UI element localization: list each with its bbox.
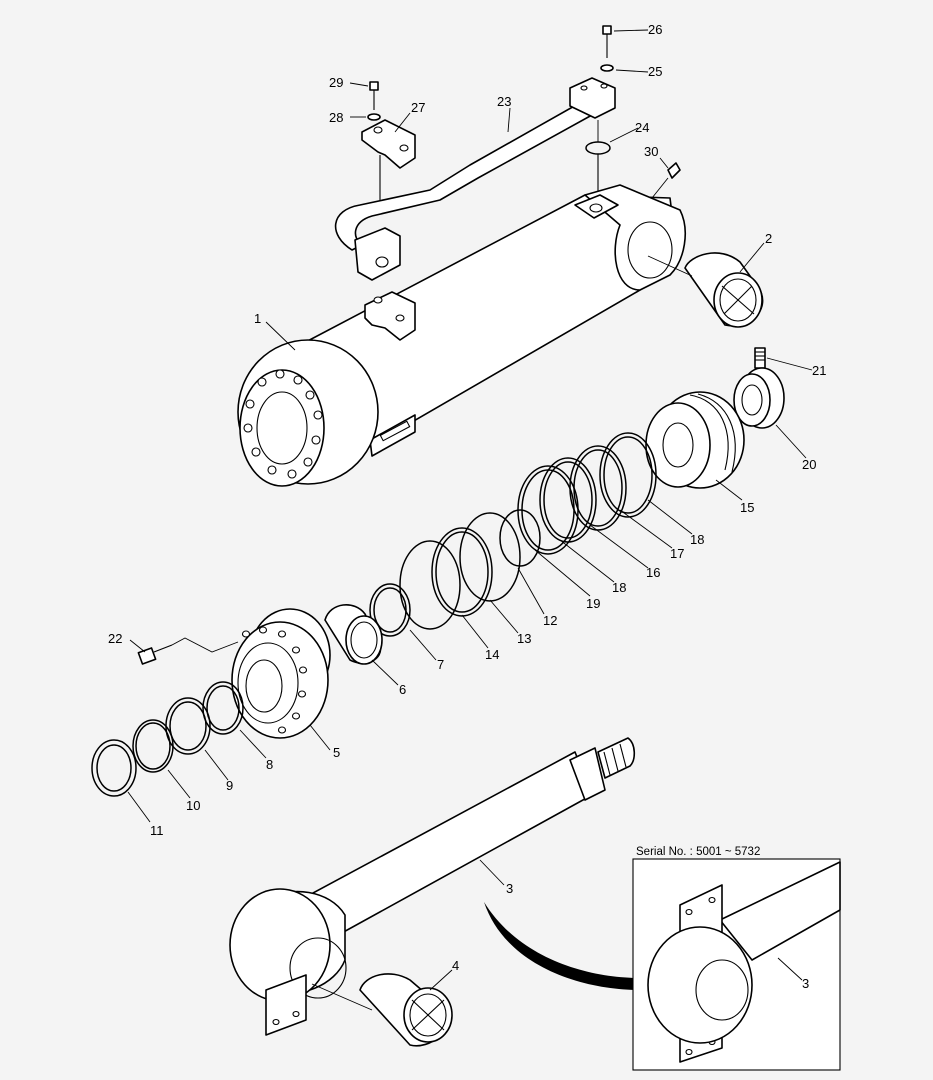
callout-22: 22 <box>108 631 122 646</box>
callout-6: 6 <box>399 682 406 697</box>
cylinder-tube <box>237 184 686 487</box>
callout-27: 27 <box>411 100 425 115</box>
callout-24: 24 <box>635 120 649 135</box>
grease-fitting-30 <box>667 162 681 179</box>
piston-15 <box>645 391 745 489</box>
callout-19: 19 <box>586 596 600 611</box>
serial-label: Serial No. : 5001 ~ 5732 <box>636 846 760 858</box>
callout-25: 25 <box>648 64 662 79</box>
bolt-29 <box>369 81 379 110</box>
serial-inset: Serial No. : 5001 ~ 5732 <box>632 846 841 1071</box>
callout-30: 30 <box>644 144 658 159</box>
washer-25 <box>600 64 614 72</box>
callout-18-b: 18 <box>612 580 626 595</box>
pipe-assembly <box>334 77 616 281</box>
bushing-4 <box>359 973 453 1047</box>
callout-8: 8 <box>266 757 273 772</box>
callout-11: 11 <box>150 823 164 838</box>
ring-7 <box>369 583 411 637</box>
callout-9: 9 <box>226 778 233 793</box>
callout-28: 28 <box>329 110 343 125</box>
callout-numbers: 1 2 3 3 4 5 6 7 8 9 10 11 12 13 14 15 16… <box>108 22 826 991</box>
callout-18-a: 18 <box>690 532 704 547</box>
inset-pointer-arrow <box>484 902 640 990</box>
callout-10: 10 <box>186 798 200 813</box>
bolt-26 <box>602 25 612 58</box>
rod-cover-5 <box>231 608 331 739</box>
callout-23: 23 <box>497 94 511 109</box>
callout-20: 20 <box>802 457 816 472</box>
callout-14: 14 <box>485 647 499 662</box>
ring-10 <box>132 719 174 773</box>
callout-12: 12 <box>543 613 557 628</box>
callout-1: 1 <box>254 311 261 326</box>
callout-7: 7 <box>437 657 444 672</box>
callout-17: 17 <box>670 546 684 561</box>
seal-rings <box>399 432 657 630</box>
bolt-22 <box>137 637 239 665</box>
callout-16: 16 <box>646 565 660 580</box>
callout-5: 5 <box>333 745 340 760</box>
nut-20 <box>733 367 785 429</box>
screw-21 <box>754 347 766 369</box>
callout-4: 4 <box>452 958 459 973</box>
piston-rod <box>229 737 636 1036</box>
bushing-2 <box>684 252 764 328</box>
callout-3-inset: 3 <box>802 976 809 991</box>
callout-2: 2 <box>765 231 772 246</box>
bushing-6 <box>324 604 383 665</box>
callout-26: 26 <box>648 22 662 37</box>
flange-bolt-holes <box>243 369 323 479</box>
callout-15: 15 <box>740 500 754 515</box>
ring-8 <box>202 681 244 735</box>
callout-21: 21 <box>812 363 826 378</box>
callout-3: 3 <box>506 881 513 896</box>
callout-13: 13 <box>517 631 531 646</box>
ring-11 <box>91 739 137 797</box>
callout-29: 29 <box>329 75 343 90</box>
washer-28 <box>367 113 381 121</box>
oring-24 <box>585 120 611 200</box>
leader-lines <box>127 29 813 1011</box>
